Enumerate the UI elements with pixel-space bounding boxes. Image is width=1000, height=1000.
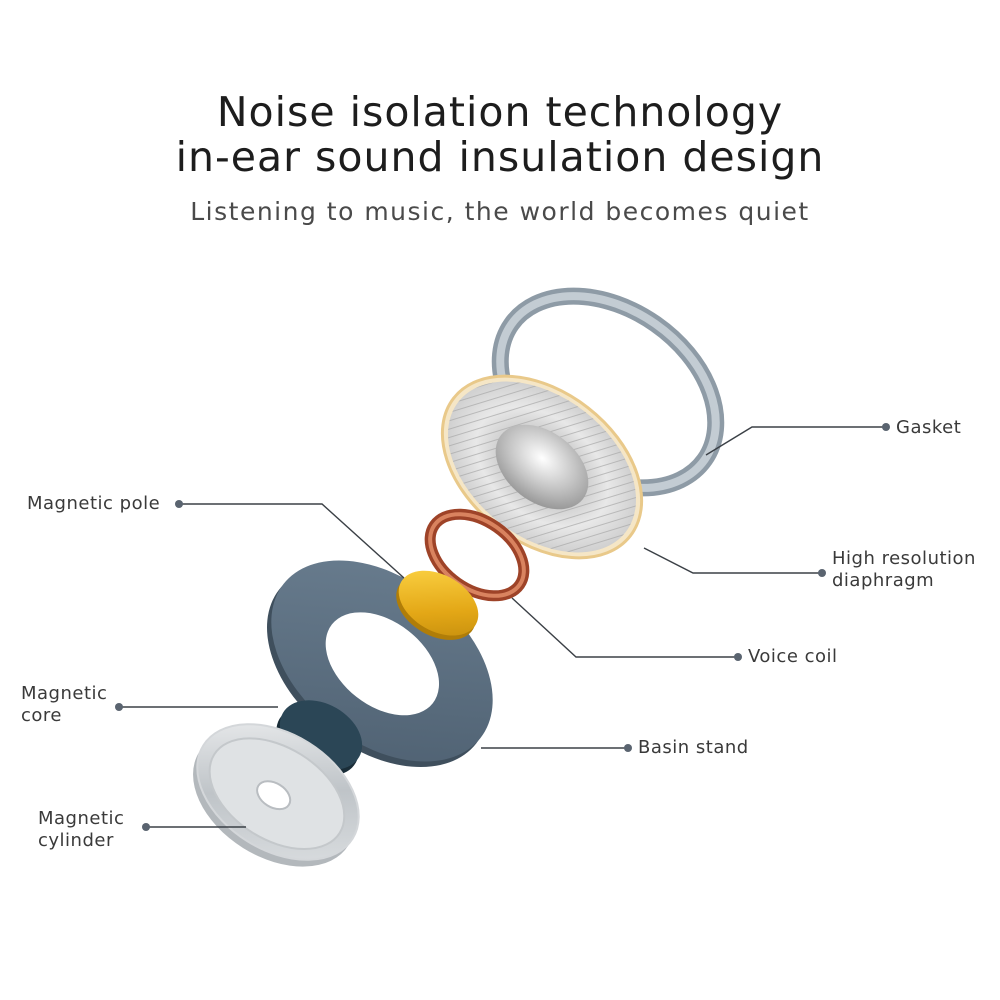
label-magnetic-core-line-2: core [21, 705, 62, 726]
label-diaphragm-line-2: diaphragm [832, 570, 935, 591]
label-magnetic-pole: Magnetic pole [27, 493, 161, 514]
dot-basin-stand [624, 744, 632, 752]
label-voice-coil: Voice coil [748, 646, 838, 667]
leader-diaphragm [643, 547, 822, 574]
label-basin-stand: Basin stand [638, 737, 749, 758]
label-magnetic-core: Magnetic core [21, 683, 107, 727]
diaphragm [440, 374, 644, 560]
dot-magnetic-cylinder [142, 823, 150, 831]
leader-dots [115, 423, 890, 831]
dot-magnetic-core [115, 703, 123, 711]
dot-diaphragm [818, 569, 826, 577]
magnetic-cylinder [193, 723, 360, 867]
label-diaphragm-line-1: High resolution [832, 548, 976, 569]
title-line-1: Noise isolation technology [216, 88, 784, 136]
label-magnetic-cylinder: Magnetic cylinder [38, 808, 124, 852]
title-line-2: in-ear sound insulation design [175, 133, 825, 181]
dot-voice-coil [734, 653, 742, 661]
label-magnetic-core-line-1: Magnetic [21, 683, 108, 704]
label-diaphragm: High resolution diaphragm [832, 548, 976, 592]
dot-magnetic-pole [175, 500, 183, 508]
leader-magnetic-pole [179, 503, 405, 579]
label-gasket: Gasket [896, 417, 962, 438]
magnetic-pole [396, 570, 479, 640]
leader-gasket [705, 426, 885, 456]
label-magnetic-cylinder-line-1: Magnetic [38, 808, 125, 829]
label-magnetic-cylinder-line-2: cylinder [38, 830, 114, 851]
subtitle: Listening to music, the world becomes qu… [190, 197, 810, 226]
dot-gasket [882, 423, 890, 431]
leader-voice-coil [511, 597, 737, 658]
leader-lines [119, 426, 885, 828]
